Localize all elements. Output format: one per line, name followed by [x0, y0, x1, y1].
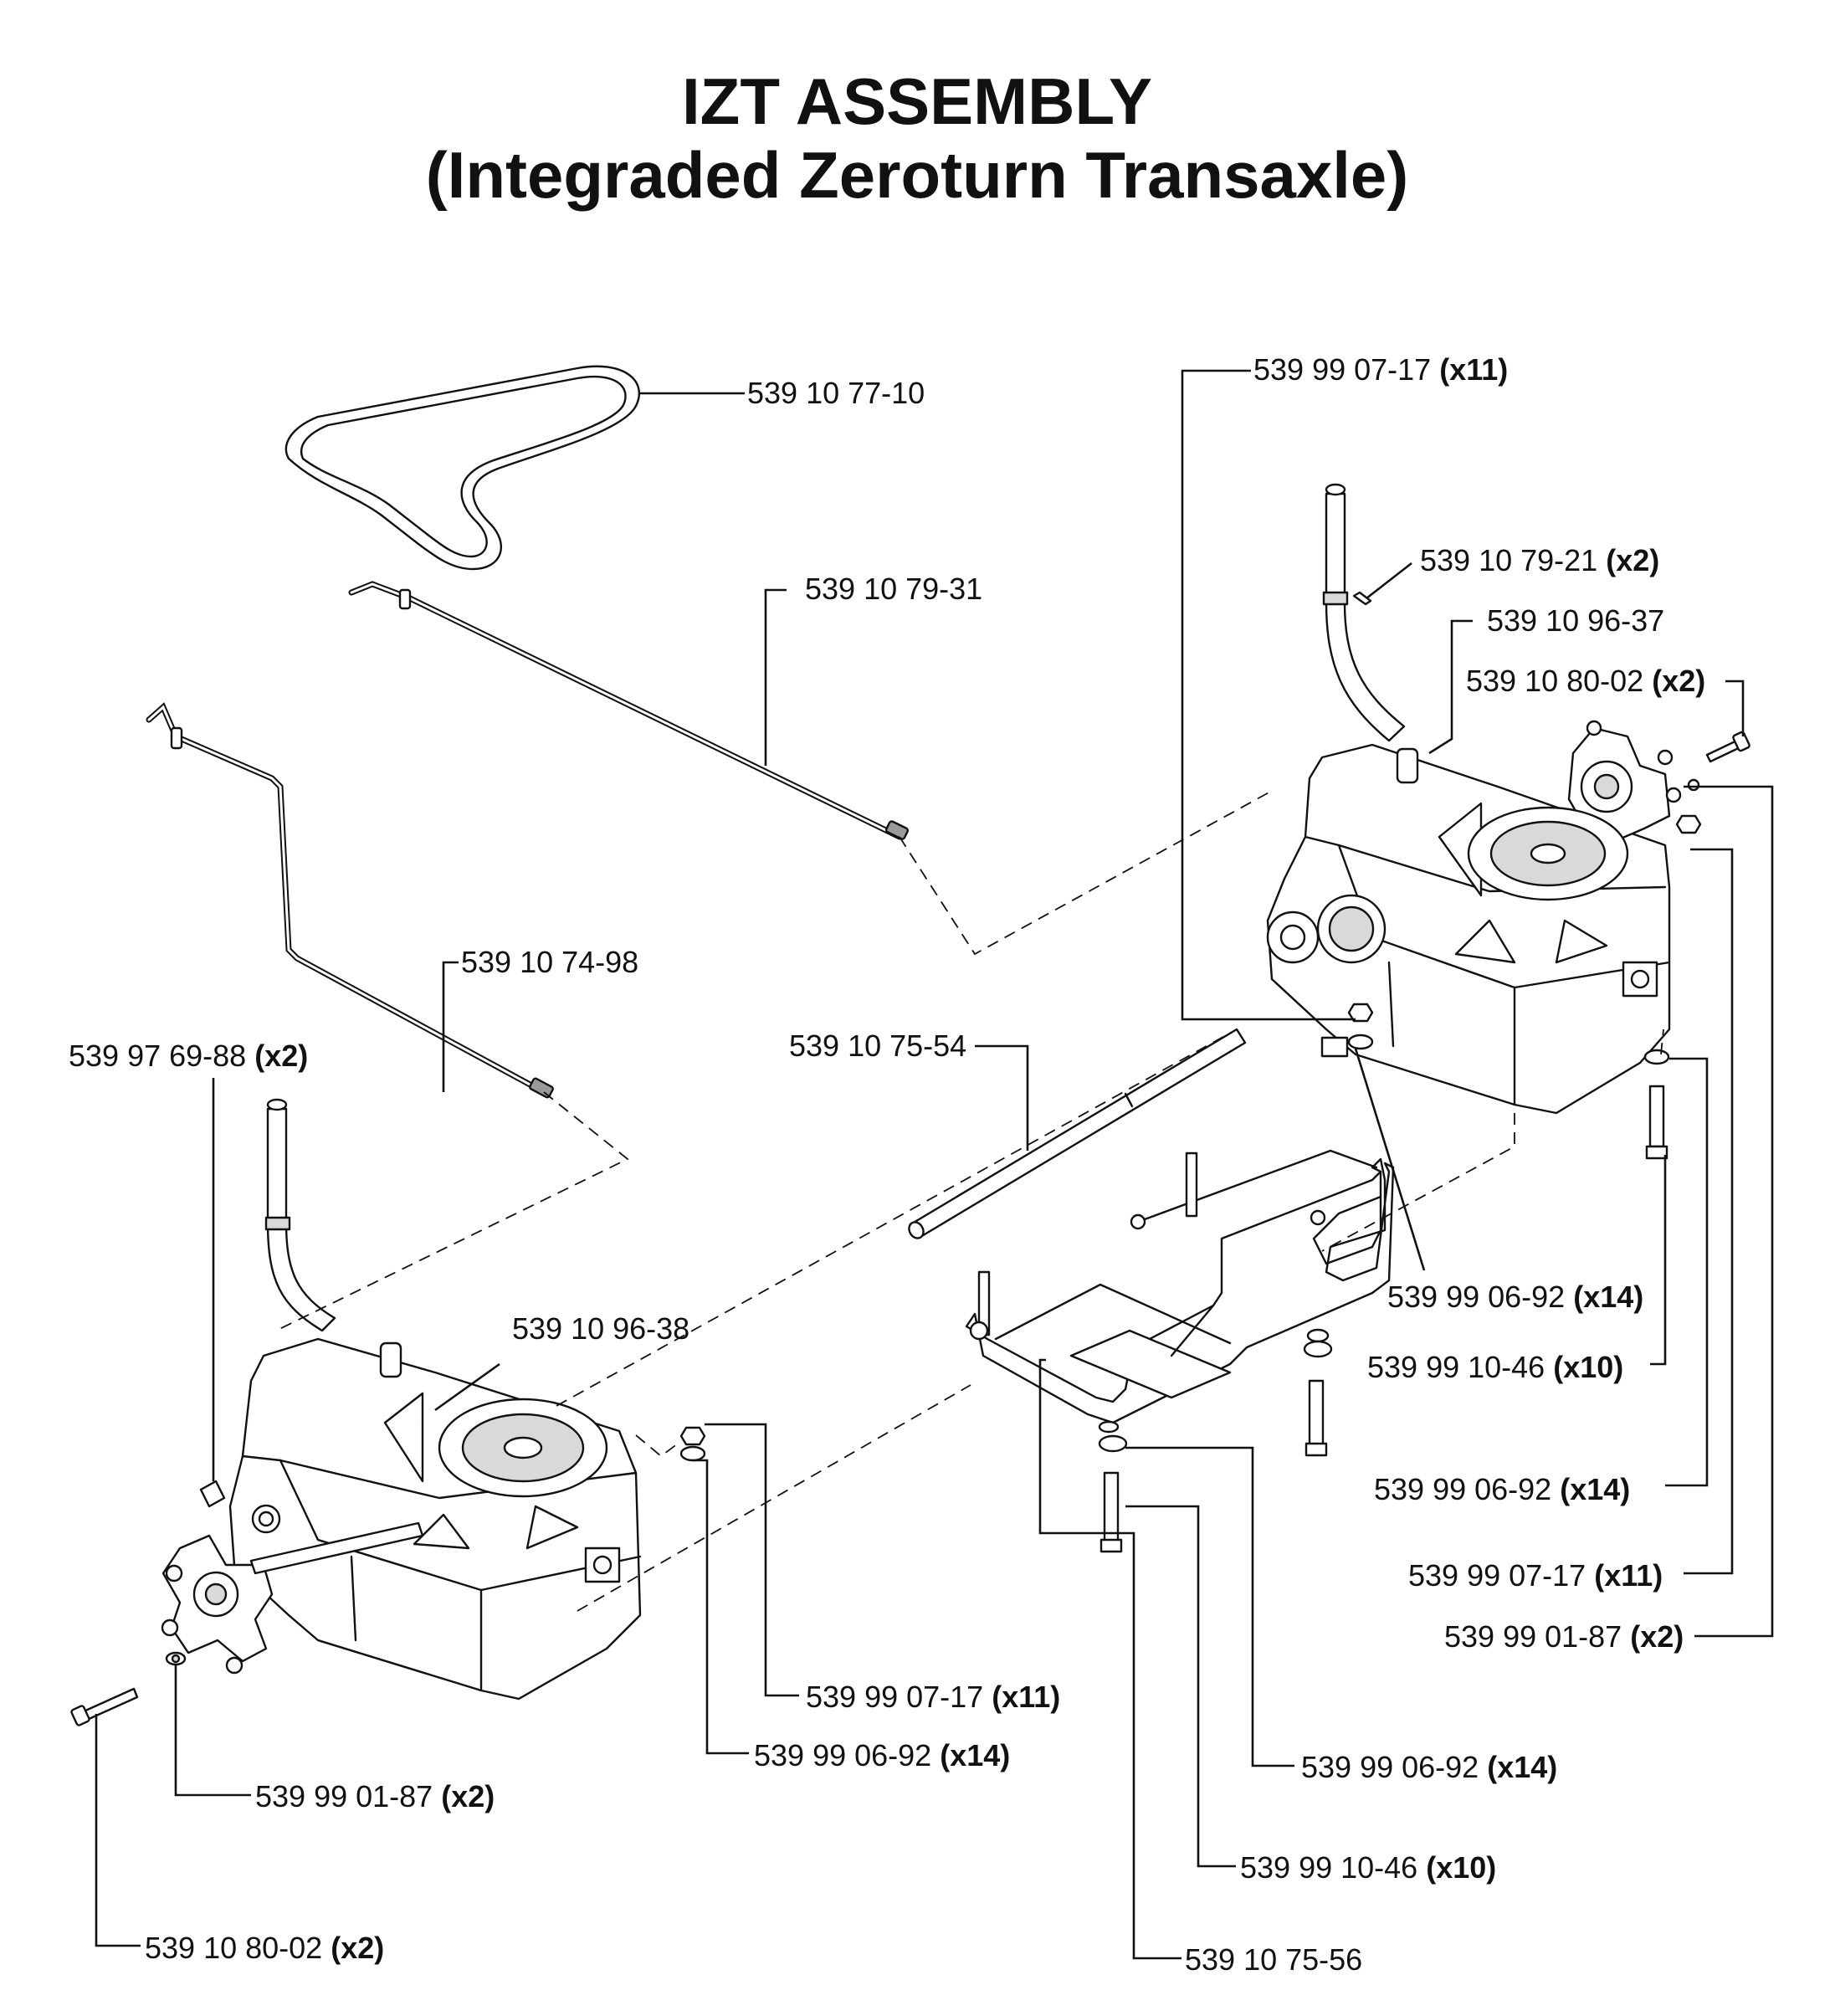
diagram-title-line2: (Integraded Zeroturn Transaxle) — [426, 138, 1409, 212]
callout-right-washer-a: 539 99 06-92 (x14) — [1387, 1280, 1643, 1314]
callout-left-hub-bolt: 539 10 80-02 (x2) — [145, 1931, 384, 1965]
callout-labels: 539 10 77-10 539 10 79-31 539 10 74-98 5… — [69, 352, 1705, 1977]
callout-left-washer: 539 99 06-92 (x14) — [754, 1738, 1010, 1772]
left-hardware-drawing — [70, 1426, 706, 1726]
lower-control-rod-drawing — [146, 702, 554, 1099]
callout-right-lockwasher: 539 99 01-87 (x2) — [1444, 1619, 1684, 1654]
callout-frame-washer: 539 99 06-92 (x14) — [1301, 1750, 1557, 1784]
callout-right-top-nut: 539 99 07-17 (x11) — [1253, 352, 1508, 387]
right-hardware-drawing — [1347, 591, 1750, 1160]
callout-frame-bolt: 539 99 10-46 (x10) — [1240, 1850, 1496, 1885]
callout-left-nut: 539 99 07-17 (x11) — [806, 1680, 1060, 1714]
leader-lines — [95, 369, 1774, 1960]
callout-rod-upper: 539 10 79-31 — [805, 572, 982, 606]
callout-left-lockwasher: 539 99 01-87 (x2) — [255, 1779, 495, 1813]
callout-frame-bracket: 539 10 75-56 — [1185, 1942, 1362, 1977]
callout-right-washer-b: 539 99 06-92 (x14) — [1374, 1472, 1630, 1506]
callout-right-bolt: 539 99 10-46 (x10) — [1367, 1350, 1623, 1384]
drive-belt-drawing — [284, 365, 641, 571]
callout-right-clip: 539 10 79-21 (x2) — [1420, 543, 1659, 577]
callout-right-hub-bolt: 539 10 80-02 (x2) — [1466, 664, 1705, 698]
callout-belt: 539 10 77-10 — [747, 376, 925, 410]
callout-right-transaxle: 539 10 96-37 — [1487, 603, 1664, 638]
frame-bracket-drawing — [965, 1149, 1395, 1553]
callout-left-transaxle: 539 10 96-38 — [512, 1311, 689, 1346]
left-transaxle-drawing — [161, 1098, 642, 1701]
callout-rod-lower: 539 10 74-98 — [461, 945, 638, 979]
alignment-dashed-lines — [275, 790, 1664, 1612]
diagram-title-line1: IZT ASSEMBLY — [682, 64, 1152, 138]
callout-right-nut-b: 539 99 07-17 (x11) — [1408, 1558, 1663, 1593]
callout-left-clip: 539 97 69-88 (x2) — [69, 1039, 308, 1073]
axle-shaft-drawing — [908, 1028, 1247, 1239]
callout-axle-shaft: 539 10 75-54 — [789, 1029, 966, 1063]
upper-control-rod-drawing — [348, 581, 910, 840]
